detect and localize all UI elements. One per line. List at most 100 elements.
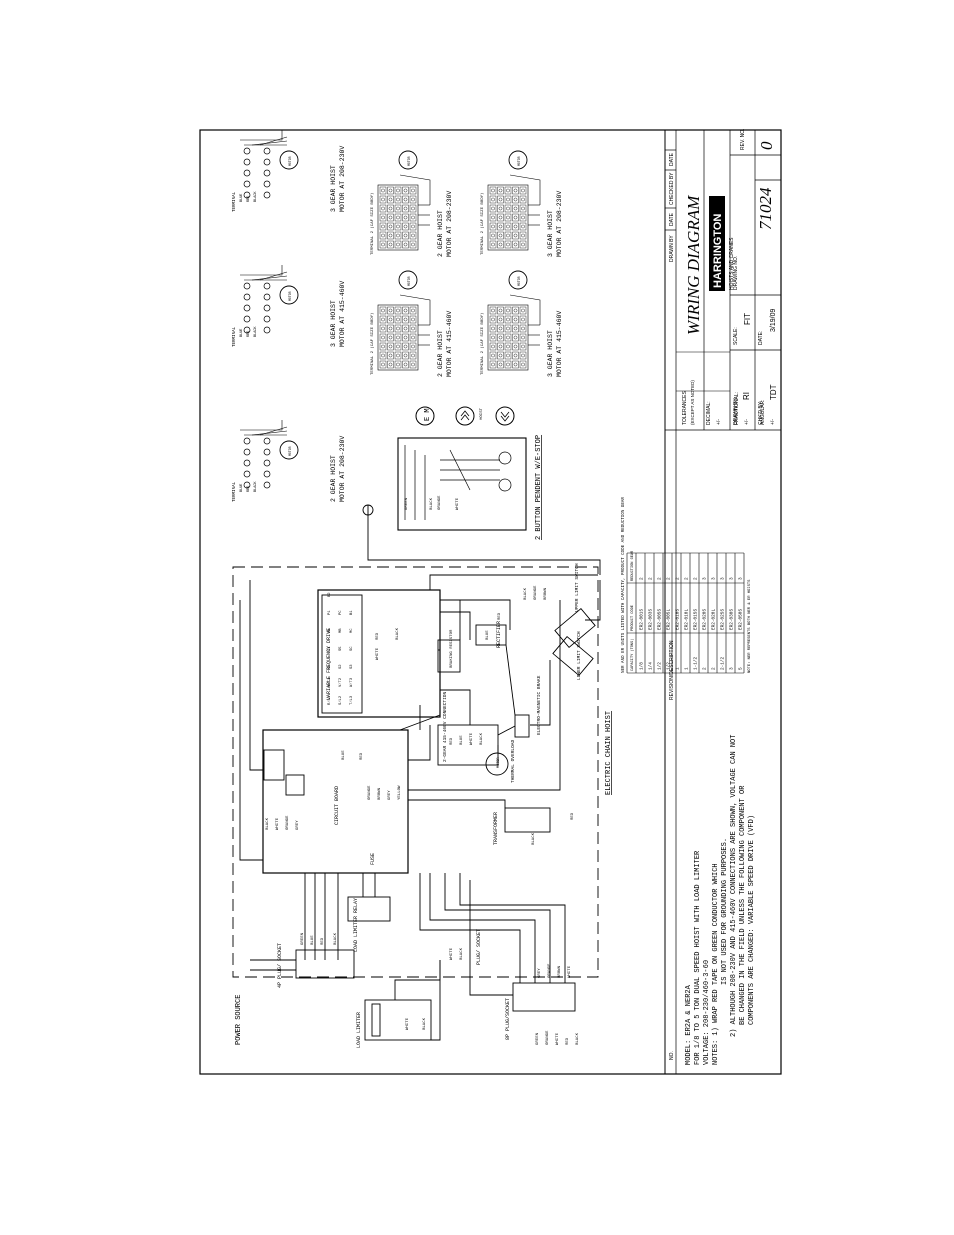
- wire-label: BLUE: [240, 194, 244, 202]
- wire-label-white: WHITE: [456, 497, 460, 510]
- motor-icon: MOTOR: [517, 276, 521, 286]
- wire-label: BLUE: [240, 329, 244, 337]
- label-power-source: POWER SOURCE: [235, 995, 243, 1045]
- terminal-label: TERMINAL: [233, 191, 237, 212]
- down-arrow-icon: [500, 411, 510, 422]
- header-no: NO.: [669, 1051, 675, 1060]
- fractional-label: FRACTIONAL:: [734, 392, 740, 425]
- capacity-table-cell: 1: [685, 667, 690, 670]
- fractional-tol: +/-: [744, 419, 750, 425]
- capacity-table-note: NOTE: NER REPRESENTS BOTH NER & ER HOIST…: [748, 579, 752, 673]
- scale-value: FIT: [743, 313, 752, 325]
- terminal-label: TERMINAL 2 (CAF SIZE BODY): [370, 193, 375, 255]
- motor-conn-title: 2 GEAR HOIST: [330, 455, 337, 502]
- motor-conn-subtitle: MOTOR AT 415-460V: [339, 281, 346, 347]
- wire-label-black: BLACK: [334, 932, 338, 945]
- header-checked-by: CHECKED BY: [669, 172, 675, 205]
- label-8p-plug: 8P PLUG/SOCKET: [505, 998, 511, 1040]
- note-2c: COMPONENTS ARE CHANGED: VARIABLE SPEED D…: [748, 815, 756, 1025]
- lower-limit-switch: [552, 636, 594, 676]
- vfd-terminal: T/L3: [349, 695, 354, 705]
- plug-8p: [512, 982, 576, 1012]
- motor-conn-subtitle: MOTOR AT 208-230V: [339, 436, 346, 502]
- motor-icon: MOTOR: [407, 276, 411, 286]
- motor-conn-subtitle: MOTOR AT 415-460V: [556, 311, 563, 377]
- capacity-table-header: PRODUCT CODE: [631, 605, 635, 631]
- header-drawn-by: DRAWN BY: [669, 235, 675, 262]
- capacity-table-cell: ER2-005L: [667, 609, 672, 630]
- label-braking-resistor: BRAKING RESISTOR: [450, 629, 454, 668]
- capacity-table-cell: ER2-025S: [721, 609, 726, 630]
- capacity-table-cell: 3: [739, 577, 744, 580]
- motor-icon: MOTOR: [288, 156, 292, 166]
- terminal-label: TERMINAL 2 (CAF SIZE BODY): [480, 313, 485, 375]
- vfd-terminal: R/L1: [327, 695, 332, 705]
- label-upper-limit: UPPER LIMIT SWITCH: [574, 563, 580, 612]
- wire-label-orange: ORANGE: [546, 1030, 550, 1045]
- board-connector: [285, 774, 305, 796]
- label-hoist: HOIST: [480, 407, 484, 420]
- wire-label-white: WHITE: [450, 947, 454, 960]
- capacity-table-cell: ER2-020S: [703, 609, 708, 630]
- capacity-table-cell: 1: [676, 667, 681, 670]
- date-value: 3/19/09: [770, 309, 777, 332]
- wire-label: BLACK: [254, 326, 258, 337]
- motor-conn-subtitle: MOTOR AT 208-230V: [339, 146, 346, 212]
- capacity-table-cell: 2: [712, 667, 717, 670]
- capacity-table-cell: 2: [676, 577, 681, 580]
- label-transformer: TRANSFORMER: [493, 812, 499, 845]
- capacity-table-header: REDUCTION GEAR: [631, 550, 635, 581]
- note-voltage: VOLTAGE: 208-230/460-3-60: [703, 960, 711, 1065]
- wire-label-blue: BLUE: [486, 630, 490, 640]
- vfd-terminal: S1: [328, 664, 332, 669]
- wire-label-green: GREEN: [301, 932, 305, 945]
- title-block: NO. REVISION/DESCRIPTION DRAWN BY DATE C…: [664, 129, 781, 1074]
- vfd-terminal: S3: [350, 664, 354, 669]
- wire-label-grey: GREY: [296, 820, 300, 830]
- capacity-table-cell: 3: [730, 667, 735, 670]
- wire-label-red: RED: [571, 812, 575, 820]
- decimal-tol: +/-: [716, 419, 722, 425]
- except-as-noted-label: (EXCEPT AS NOTED): [690, 380, 695, 425]
- date-label: DATE:: [758, 331, 764, 345]
- note-model: MODEL: ER2A & NER2A: [685, 984, 693, 1065]
- braking-resistor: [437, 639, 461, 673]
- scale-label: SCALE:: [733, 327, 739, 345]
- board-plug: [263, 749, 285, 781]
- wire-label-blue: BLUE: [460, 735, 464, 745]
- capacity-table-cell: 5: [739, 667, 744, 670]
- vfd-terminal: V/T2: [338, 677, 343, 687]
- capacity-table-cell: 2-1/2: [721, 656, 726, 670]
- rectifier: [475, 624, 507, 646]
- capacity-table-cell: ER2-001S: [640, 609, 645, 630]
- capacity-table-cell: 2: [685, 577, 690, 580]
- motor-conn-subtitle: MOTOR AT 208-230V: [556, 191, 563, 257]
- terminal-label: TERMINAL: [233, 481, 237, 502]
- motor: [485, 752, 509, 776]
- rev-label: REV. NO.: [740, 129, 746, 151]
- wire-label-green: GREEN: [536, 1032, 540, 1045]
- note-1b: IS NOT USED FOR GROUNDING PURPOSES.: [721, 838, 729, 985]
- label-circuit-board: CIRCUIT BOARD: [334, 786, 340, 825]
- label-fuse: FUSE: [370, 853, 376, 865]
- wire-label-brown: BROWN: [544, 587, 548, 600]
- wire-label-red: RED: [360, 752, 364, 760]
- capacity-table-cell: 1/2: [667, 662, 672, 670]
- motor-conn-subtitle: MOTOR AT 208-230V: [446, 191, 453, 257]
- transformer: [504, 807, 551, 833]
- drawn-by-value: RI: [742, 392, 751, 400]
- motor-conn-title: 2 GEAR HOIST: [437, 210, 444, 257]
- wire-label-black: BLACK: [460, 947, 464, 960]
- company-logo: HARRINGTON HOISTS AND CRANES: [709, 196, 735, 291]
- wire-label-blue: BLUE: [342, 750, 346, 760]
- wire-label-orange: ORANGE: [286, 815, 290, 830]
- wire-label: RED: [247, 331, 251, 337]
- angular-tol: +/-: [770, 419, 776, 425]
- brake: [514, 714, 530, 738]
- capacity-table-cell: ER2-003S: [649, 609, 654, 630]
- label-plug-socket: PLUG/ SOCKET: [476, 929, 482, 965]
- vfd-terminal: B1: [350, 610, 354, 615]
